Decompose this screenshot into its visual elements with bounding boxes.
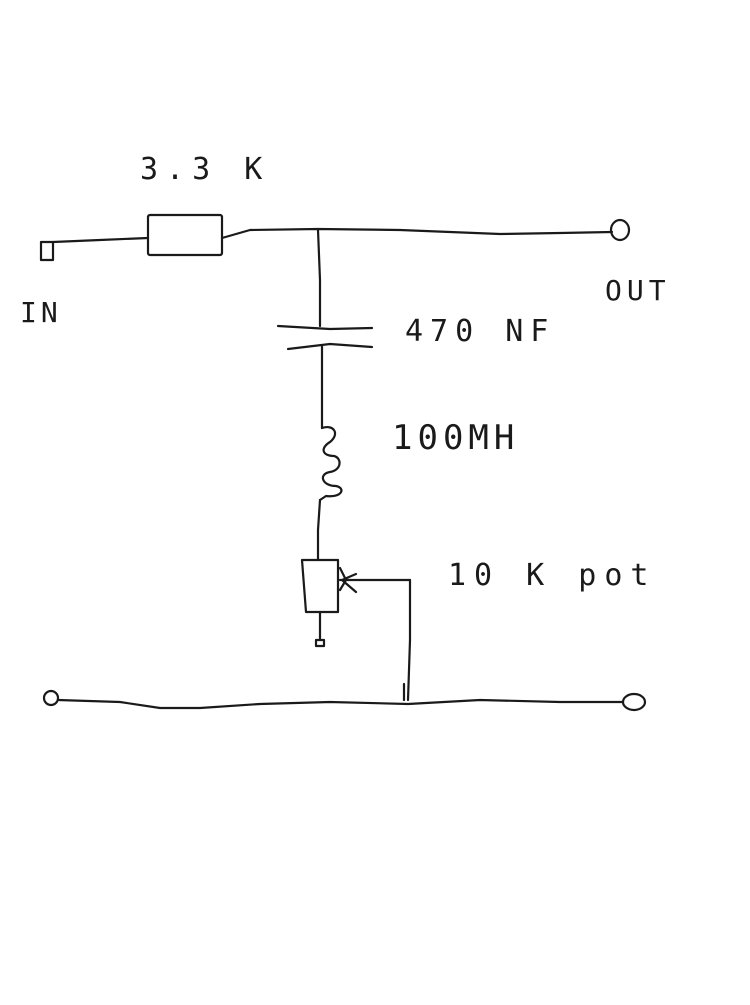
branch-wire-top bbox=[316, 228, 322, 328]
wiper-arrow-tip bbox=[338, 566, 348, 592]
potentiometer-lead-end bbox=[314, 638, 326, 648]
input-terminal bbox=[39, 240, 55, 262]
ground-terminal-left bbox=[42, 689, 60, 707]
capacitor-plate-bottom bbox=[286, 342, 374, 351]
ground-terminal-right bbox=[621, 692, 647, 712]
capacitor-label: 470 NF bbox=[405, 314, 556, 349]
potentiometer-body bbox=[300, 558, 340, 614]
inductor-to-pot-wire bbox=[316, 498, 322, 562]
output-label: OUT bbox=[605, 274, 671, 307]
inductor-coil bbox=[318, 426, 343, 502]
ground-rail bbox=[56, 698, 624, 710]
output-terminal bbox=[609, 218, 631, 242]
top-wire bbox=[220, 227, 614, 240]
capacitor-plate-top bbox=[276, 324, 374, 331]
resistor-body bbox=[146, 213, 224, 257]
input-wire bbox=[51, 236, 150, 244]
resistor-label: 3.3 K bbox=[140, 152, 271, 187]
potentiometer-label: 10 K pot bbox=[448, 558, 657, 593]
input-label: IN bbox=[20, 296, 62, 329]
inductor-label: 100MH bbox=[392, 418, 520, 458]
wiper-ground-wire bbox=[406, 578, 412, 702]
potentiometer-wiper bbox=[338, 572, 412, 594]
